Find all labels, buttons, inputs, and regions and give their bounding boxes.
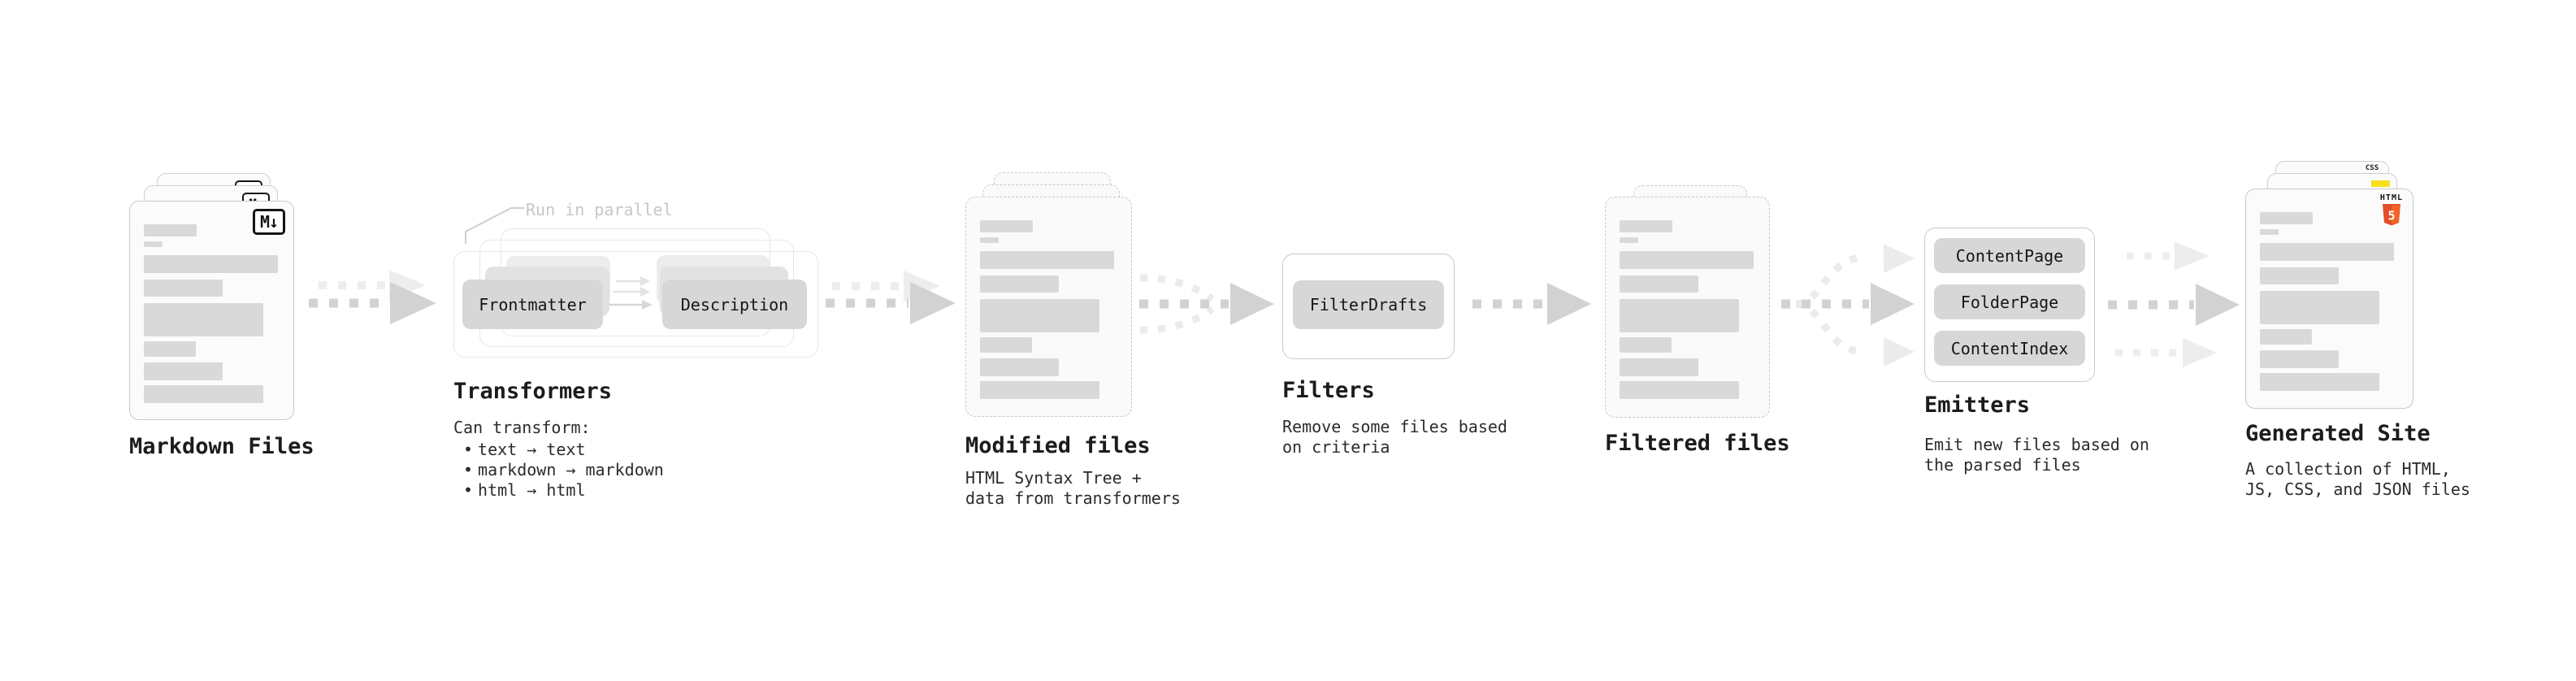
desc-line: the parsed files: [1924, 455, 2081, 475]
doc-line: [1620, 358, 1698, 376]
content-page-pill: ContentPage: [1934, 238, 2085, 273]
desc-line: Emit new files based on: [1924, 435, 2149, 454]
generated-html-card: HTML 5: [2245, 189, 2413, 409]
filter-drafts-pill-label: FilterDrafts: [1309, 295, 1428, 314]
filtered-file-card: [1605, 197, 1770, 418]
arrow-transformers-to-modified: [826, 271, 956, 324]
doc-line: [144, 362, 223, 380]
doc-content-placeholder: [2246, 189, 2413, 391]
doc-line: [1620, 251, 1754, 269]
doc-content-placeholder: [1606, 197, 1769, 399]
content-index-pill: ContentIndex: [1934, 331, 2085, 366]
doc-line: [144, 341, 196, 357]
desc-line: on criteria: [1282, 437, 1390, 457]
doc-content-placeholder: [130, 202, 293, 403]
desc-line: HTML Syntax Tree +: [965, 468, 1142, 488]
desc-line: data from transformers: [965, 488, 1181, 508]
doc-line: [2260, 267, 2339, 284]
content-index-pill-label: ContentIndex: [1950, 338, 2069, 358]
generated-site-desc: A collection of HTML, JS, CSS, and JSON …: [2245, 459, 2470, 500]
doc-line: [2260, 373, 2379, 391]
stage-label-transformers: Transformers: [453, 379, 613, 404]
transformers-bullet: •html → html: [463, 480, 586, 500]
modified-files-desc: HTML Syntax Tree + data from transformer…: [965, 468, 1181, 509]
js-icon: [2371, 180, 2390, 187]
doc-line: [2260, 291, 2379, 324]
doc-content-placeholder: [966, 197, 1131, 399]
doc-line: [980, 237, 999, 243]
filters-desc: Remove some files based on criteria: [1282, 417, 1507, 458]
doc-line: [144, 385, 263, 403]
doc-line: [1620, 381, 1739, 399]
doc-line: [1620, 299, 1739, 332]
doc-line: [2260, 243, 2394, 261]
filter-drafts-pill: FilterDrafts: [1293, 280, 1444, 329]
transformers-bullet: •text → text: [463, 440, 586, 459]
doc-line: [1620, 275, 1698, 293]
arrow-filters-to-filtered: [1472, 283, 1591, 325]
bullet-text: text → text: [478, 440, 586, 459]
emitters-desc: Emit new files based on the parsed files: [1924, 435, 2149, 475]
bullet-marker: •: [463, 460, 474, 479]
doc-line: [980, 299, 1099, 332]
html5-icon: HTML 5: [2380, 194, 2403, 226]
stage-label-markdown-files: Markdown Files: [129, 434, 314, 459]
doc-line: [980, 358, 1059, 376]
svg-text:5: 5: [2387, 209, 2395, 223]
doc-line: [980, 220, 1033, 232]
doc-line: [144, 241, 163, 247]
description-pill: Description: [662, 280, 807, 329]
bullet-marker: •: [463, 440, 474, 459]
doc-line: [144, 255, 278, 273]
doc-line: [980, 337, 1032, 353]
folder-page-pill-label: FolderPage: [1960, 292, 2059, 312]
doc-line: [144, 280, 223, 297]
description-pill-label: Description: [680, 294, 789, 314]
arrow-emitters-to-generated: [2108, 241, 2240, 367]
doc-line: [144, 303, 263, 336]
doc-line: [2260, 212, 2313, 224]
doc-line: [1620, 237, 1638, 243]
arrow-modified-to-filters: [1139, 274, 1274, 334]
arrow-filtered-to-emitters: [1781, 244, 1915, 367]
arrow-markdown-to-transformers: [309, 270, 436, 324]
desc-line: Remove some files based: [1282, 417, 1507, 436]
stage-label-generated-site: Generated Site: [2245, 421, 2431, 446]
doc-line: [2260, 350, 2339, 368]
modified-file-card: [965, 197, 1132, 417]
frontmatter-pill-label: Frontmatter: [479, 294, 587, 314]
bullet-marker: •: [463, 480, 474, 500]
doc-line: [1620, 337, 1672, 353]
markdown-file-card: M↓: [129, 201, 294, 420]
bullet-text: markdown → markdown: [478, 460, 664, 479]
run-in-parallel-callout: Run in parallel: [526, 200, 673, 219]
frontmatter-pill: Frontmatter: [462, 280, 603, 329]
doc-line: [980, 251, 1114, 269]
doc-line: [144, 224, 197, 236]
desc-line: JS, CSS, and JSON files: [2245, 479, 2470, 499]
bullet-text: html → html: [478, 480, 586, 500]
stage-label-filters: Filters: [1282, 378, 1375, 403]
doc-line: [2260, 229, 2279, 235]
stage-label-filtered-files: Filtered files: [1605, 431, 1790, 456]
stage-label-modified-files: Modified files: [965, 433, 1151, 458]
doc-line: [1620, 220, 1672, 232]
transformers-bullet: •markdown → markdown: [463, 460, 664, 479]
markdown-icon: M↓: [253, 209, 285, 235]
transformer-box-front: [453, 251, 818, 358]
folder-page-pill: FolderPage: [1934, 284, 2085, 319]
content-page-pill-label: ContentPage: [1955, 245, 2064, 266]
doc-line: [980, 275, 1059, 293]
desc-line: A collection of HTML,: [2245, 459, 2451, 479]
transformers-desc-title: Can transform:: [453, 418, 591, 437]
doc-line: [980, 381, 1099, 399]
stage-label-emitters: Emitters: [1924, 393, 2031, 418]
doc-line: [2260, 329, 2312, 345]
